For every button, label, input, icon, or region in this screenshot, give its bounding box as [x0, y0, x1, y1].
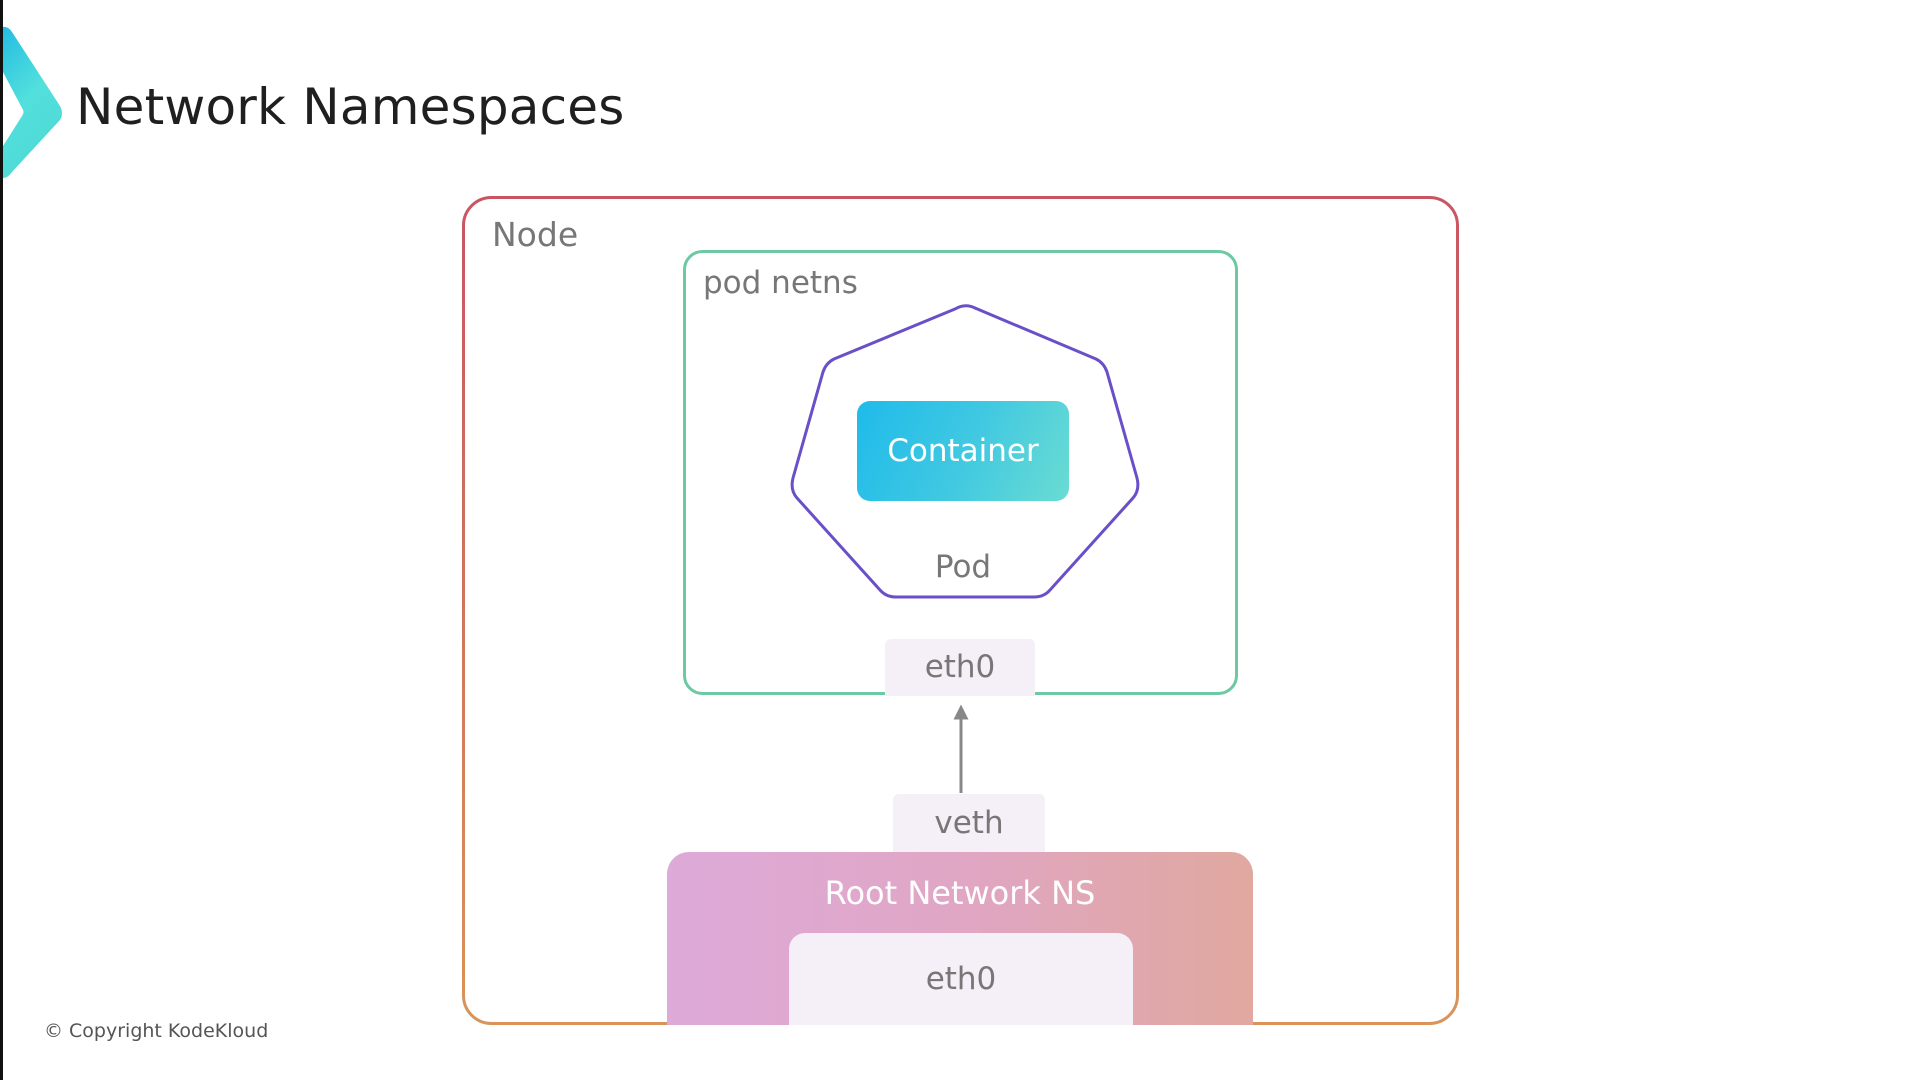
node-label: Node: [492, 215, 579, 254]
root-eth0-interface: eth0: [789, 933, 1133, 1025]
pod-eth0-interface: eth0: [885, 639, 1035, 696]
container-box: Container: [857, 401, 1069, 501]
pod-label: Pod: [934, 549, 992, 585]
slide-title: Network Namespaces: [76, 78, 625, 136]
kodekloud-logo-icon: [3, 26, 62, 178]
veth-label: veth: [934, 804, 1004, 841]
root-eth0-label: eth0: [925, 960, 997, 997]
container-label: Container: [887, 432, 1039, 469]
pod-eth0-label: eth0: [924, 649, 996, 685]
pod-netns-label: pod netns: [703, 265, 858, 301]
root-network-ns-box: Root Network NS eth0: [667, 852, 1253, 1025]
pod-heptagon: [790, 304, 1140, 599]
copyright-notice: © Copyright KodeKloud: [44, 1020, 269, 1042]
left-edge-bar: [0, 0, 3, 1080]
root-network-ns-label: Root Network NS: [824, 874, 1096, 912]
veth-interface: veth: [893, 794, 1045, 852]
